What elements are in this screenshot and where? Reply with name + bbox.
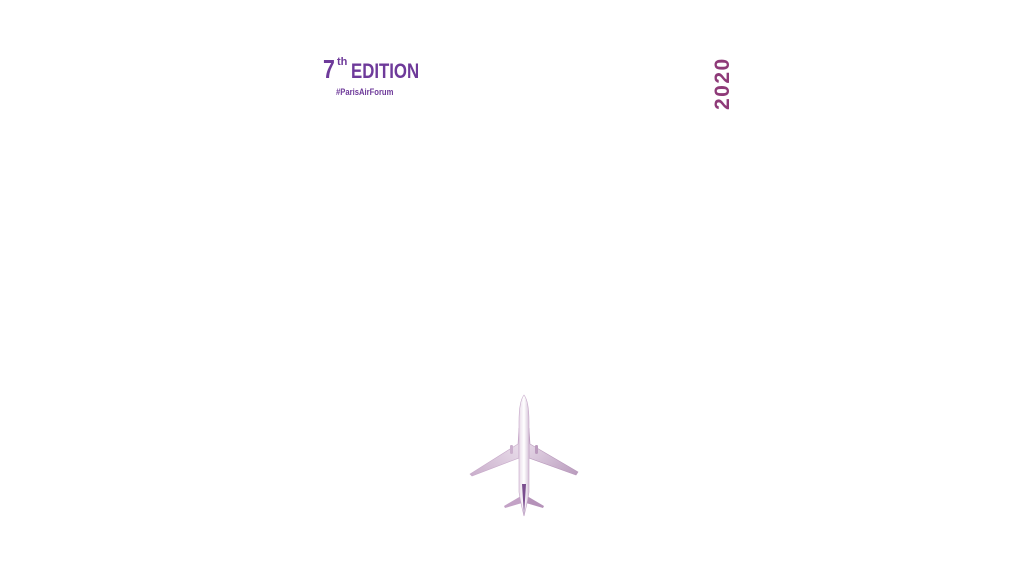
event-year: 2020 <box>711 57 734 110</box>
edition-word: EDITION <box>351 60 420 83</box>
airplane-icon <box>469 394 579 517</box>
edition-title: 7 th EDITION <box>323 56 437 82</box>
event-hashtag: #ParisAirForum <box>336 87 394 97</box>
edition-number: 7 <box>323 54 335 84</box>
edition-suffix: th <box>337 56 348 68</box>
edition-badge: 7 th EDITION #ParisAirForum <box>323 56 437 100</box>
